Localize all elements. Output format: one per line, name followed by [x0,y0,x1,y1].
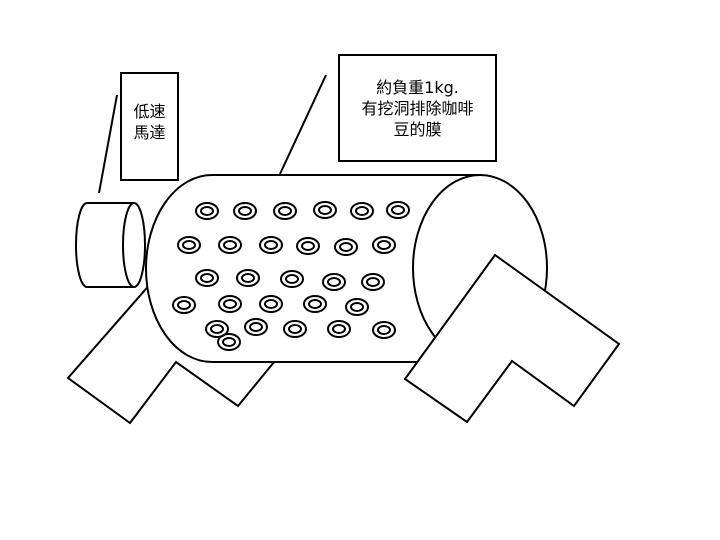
drum-hole-inner [377,240,391,250]
drum-hole [217,333,241,351]
drum-hole [273,202,297,220]
drum-hole-inner [222,337,236,347]
drum-hole-inner [339,242,353,252]
drum-hole [233,202,257,220]
drum-hole-inner [177,300,191,310]
drum-hole-inner [366,277,380,287]
drum-hole [195,202,219,220]
drum-hole-inner [350,302,364,312]
drum-hole [218,236,242,254]
drum-hole-inner [200,206,214,216]
drum-hole [327,320,351,338]
drum-note-line-1: 約負重1kg. [376,78,459,97]
drum-hole-inner [223,299,237,309]
drum-hole [259,236,283,254]
drum-hole [259,295,283,313]
right-stand [403,253,621,424]
drum-hole [322,273,346,291]
drum-hole-inner [264,240,278,250]
drum-hole [205,320,229,338]
drum-hole-inner [332,324,346,334]
drum-note-line-2: 有挖洞排除咖啡 [361,99,474,118]
drum-hole-inner [200,273,214,283]
drum-hole-inner [318,205,332,215]
drum-hole [350,202,374,220]
drum-hole [345,298,369,316]
motor-body [75,202,134,288]
motor-callout-line [98,94,118,194]
drum-hole [236,269,260,287]
drum-hole [313,201,337,219]
drum-hole [334,238,358,256]
drum-hole [244,318,268,336]
drum-hole-inner [249,322,263,332]
motor-label-box: 低速 馬達 [120,72,179,181]
drum-hole [283,320,307,338]
drum-hole-inner [223,240,237,250]
drum-holes [172,201,410,351]
drum-hole [386,201,410,219]
drum-hole [296,237,320,255]
drum-hole-inner [241,273,255,283]
motor-face [122,202,146,288]
drum-hole-inner [327,277,341,287]
motor-label-line-2: 馬達 [133,123,166,142]
drum-body [145,174,479,363]
drum-hole [218,295,242,313]
drum-hole-inner [238,206,252,216]
drum-hole [280,270,304,288]
drum-hole [372,236,396,254]
drum-hole-inner [285,274,299,284]
drum-hole [195,269,219,287]
drum-hole [372,321,396,339]
drum-hole-inner [377,325,391,335]
drum-hole [177,236,201,254]
drum-hole [303,295,327,313]
motor-label-line-1: 低速 [133,102,166,121]
drum-hole-inner [391,205,405,215]
drum-hole [361,273,385,291]
drum-note-line-3: 豆的膜 [393,120,442,139]
drum-hole-inner [210,324,224,334]
drum-hole-inner [182,240,196,250]
drum-hole [172,296,196,314]
drum-hole-inner [355,206,369,216]
drum-hole-inner [308,299,322,309]
drum-hole-inner [288,324,302,334]
drum-note-box: 約負重1kg. 有挖洞排除咖啡 豆的膜 [338,54,497,162]
note-callout-line [279,74,327,175]
drum-hole-inner [301,241,315,251]
drum-hole-inner [264,299,278,309]
drum-hole-inner [278,206,292,216]
